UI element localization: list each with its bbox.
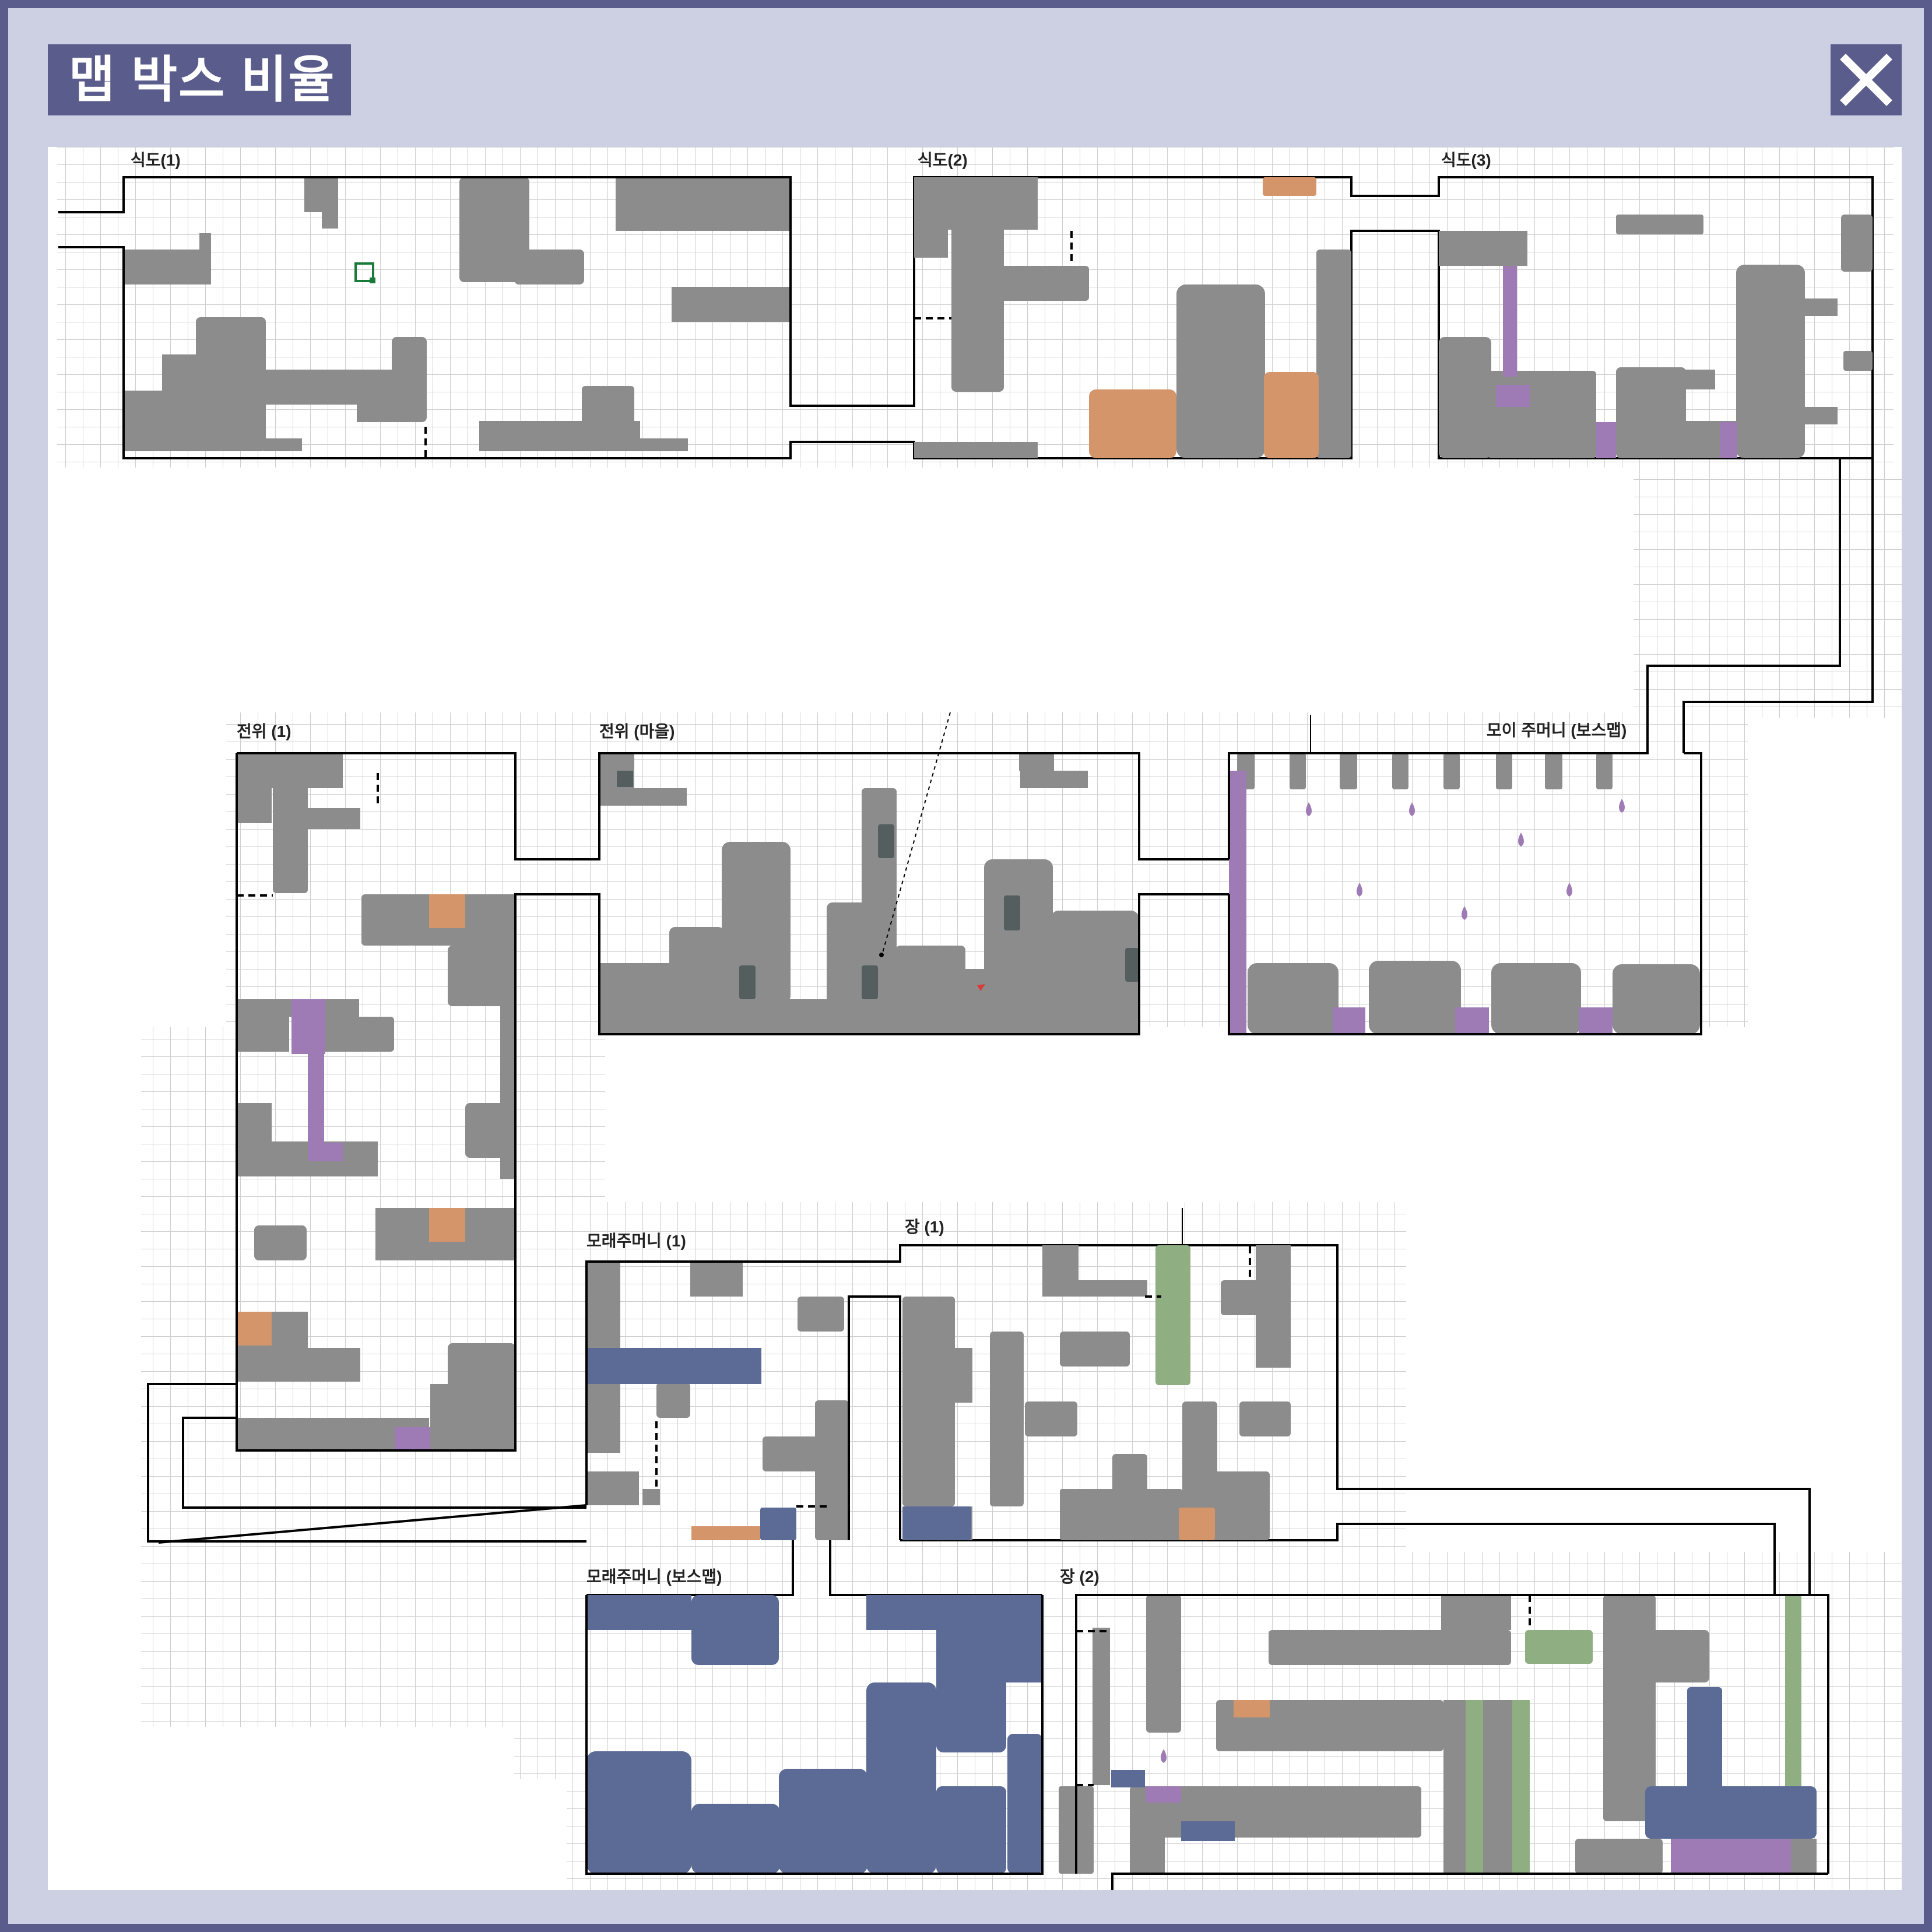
room-jang-1: 장 (1) [902,1208,1291,1540]
room-sand-pouch-boss: 모래주머니 (보스맵) [585,1568,1044,1875]
corridor-connector [1646,458,1874,753]
room-label: 식도(1) [131,151,181,169]
close-icon [1840,54,1892,106]
room-sikdo-2: 식도(2) [914,151,1351,458]
room-jeonwi-1: 전위 (1) [236,722,558,1452]
wall-blocks [124,177,791,451]
room-jang-2: 장 (2) [1059,1568,1828,1890]
room-sikdo-3: 식도(3) [1439,151,1873,458]
room-label: 전위 (1) [237,722,291,740]
room-label: 식도(3) [1441,151,1491,169]
room-label: 전위 (마을) [599,722,675,740]
world-map: 식도(1) [57,147,1902,1890]
window-title: 맵 박스 비율 [48,44,351,115]
map-canvas[interactable]: 식도(1) [48,147,1902,1890]
drop-icons [1306,799,1625,920]
close-button[interactable] [1831,44,1902,115]
room-label: 모래주머니 (보스맵) [586,1568,722,1586]
room-label: 모이 주머니 (보스맵) [1487,721,1627,739]
room-label: 식도(2) [918,151,968,169]
room-label: 장 (2) [1060,1568,1100,1586]
player-marker-icon [354,262,374,282]
room-label: 모래주머니 (1) [586,1232,686,1250]
room-sikdo-1: 식도(1) [58,151,1874,459]
room-moi-pouch-boss: 모이 주머니 (보스맵) [1228,715,1702,1035]
room-label: 장 (1) [905,1218,944,1236]
room-sand-pouch-1: 모래주머니 (1) [158,1232,901,1544]
room-jeonwi-town: 전위 (마을) [558,712,1229,1035]
